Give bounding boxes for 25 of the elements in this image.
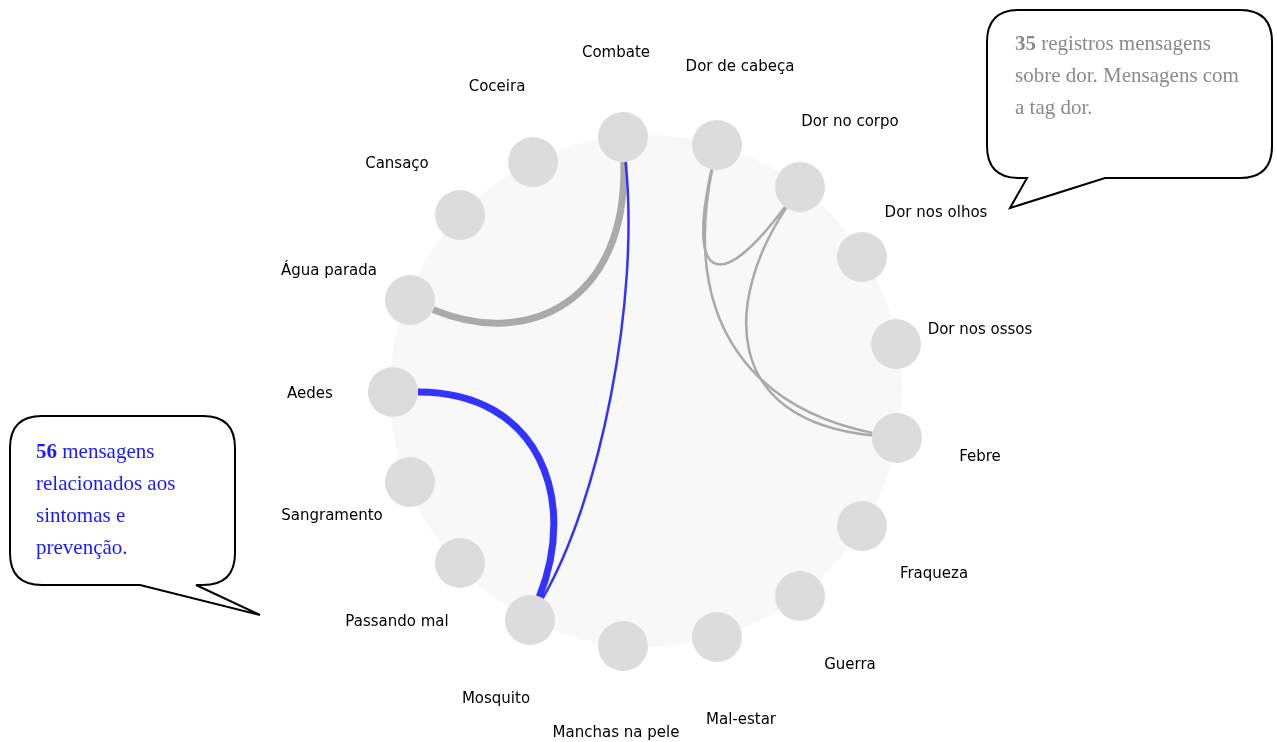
connector-curve (745, 207, 873, 437)
connector-curve (417, 388, 558, 598)
node-label: Passando mal (345, 610, 449, 632)
node-label: Manchas na pele (552, 721, 680, 742)
node-label: Fraqueza (899, 562, 969, 584)
node-label: Dor nos ossos (927, 318, 1033, 340)
node-label: Combate (581, 41, 651, 63)
node-label: Água parada (281, 259, 377, 281)
connector-curve (541, 161, 630, 599)
node-label: Guerra (824, 653, 876, 675)
connector-curve (702, 169, 786, 266)
node-label: Aedes (287, 382, 333, 404)
node-label: Dor no corpo (801, 110, 899, 132)
node-label: Mal-estar (706, 708, 776, 730)
node-label: Coceira (468, 75, 526, 97)
callout-text: 35 registros mensagens sobre dor. Mensagens com a tag dor. (1015, 30, 1240, 121)
callout-text: 56 mensagens relacionados aos sintomas e prevenção. (36, 438, 177, 561)
node-label: Cansaço (365, 152, 429, 174)
connector-curve (703, 169, 873, 435)
node-label: Dor de cabeça (685, 55, 795, 77)
node-label: Sangramento (281, 504, 383, 526)
node-label: Mosquito (461, 687, 531, 709)
node-label: Febre (959, 445, 1001, 467)
connector-curve (431, 161, 628, 327)
node-label: Dor nos olhos (884, 201, 988, 223)
